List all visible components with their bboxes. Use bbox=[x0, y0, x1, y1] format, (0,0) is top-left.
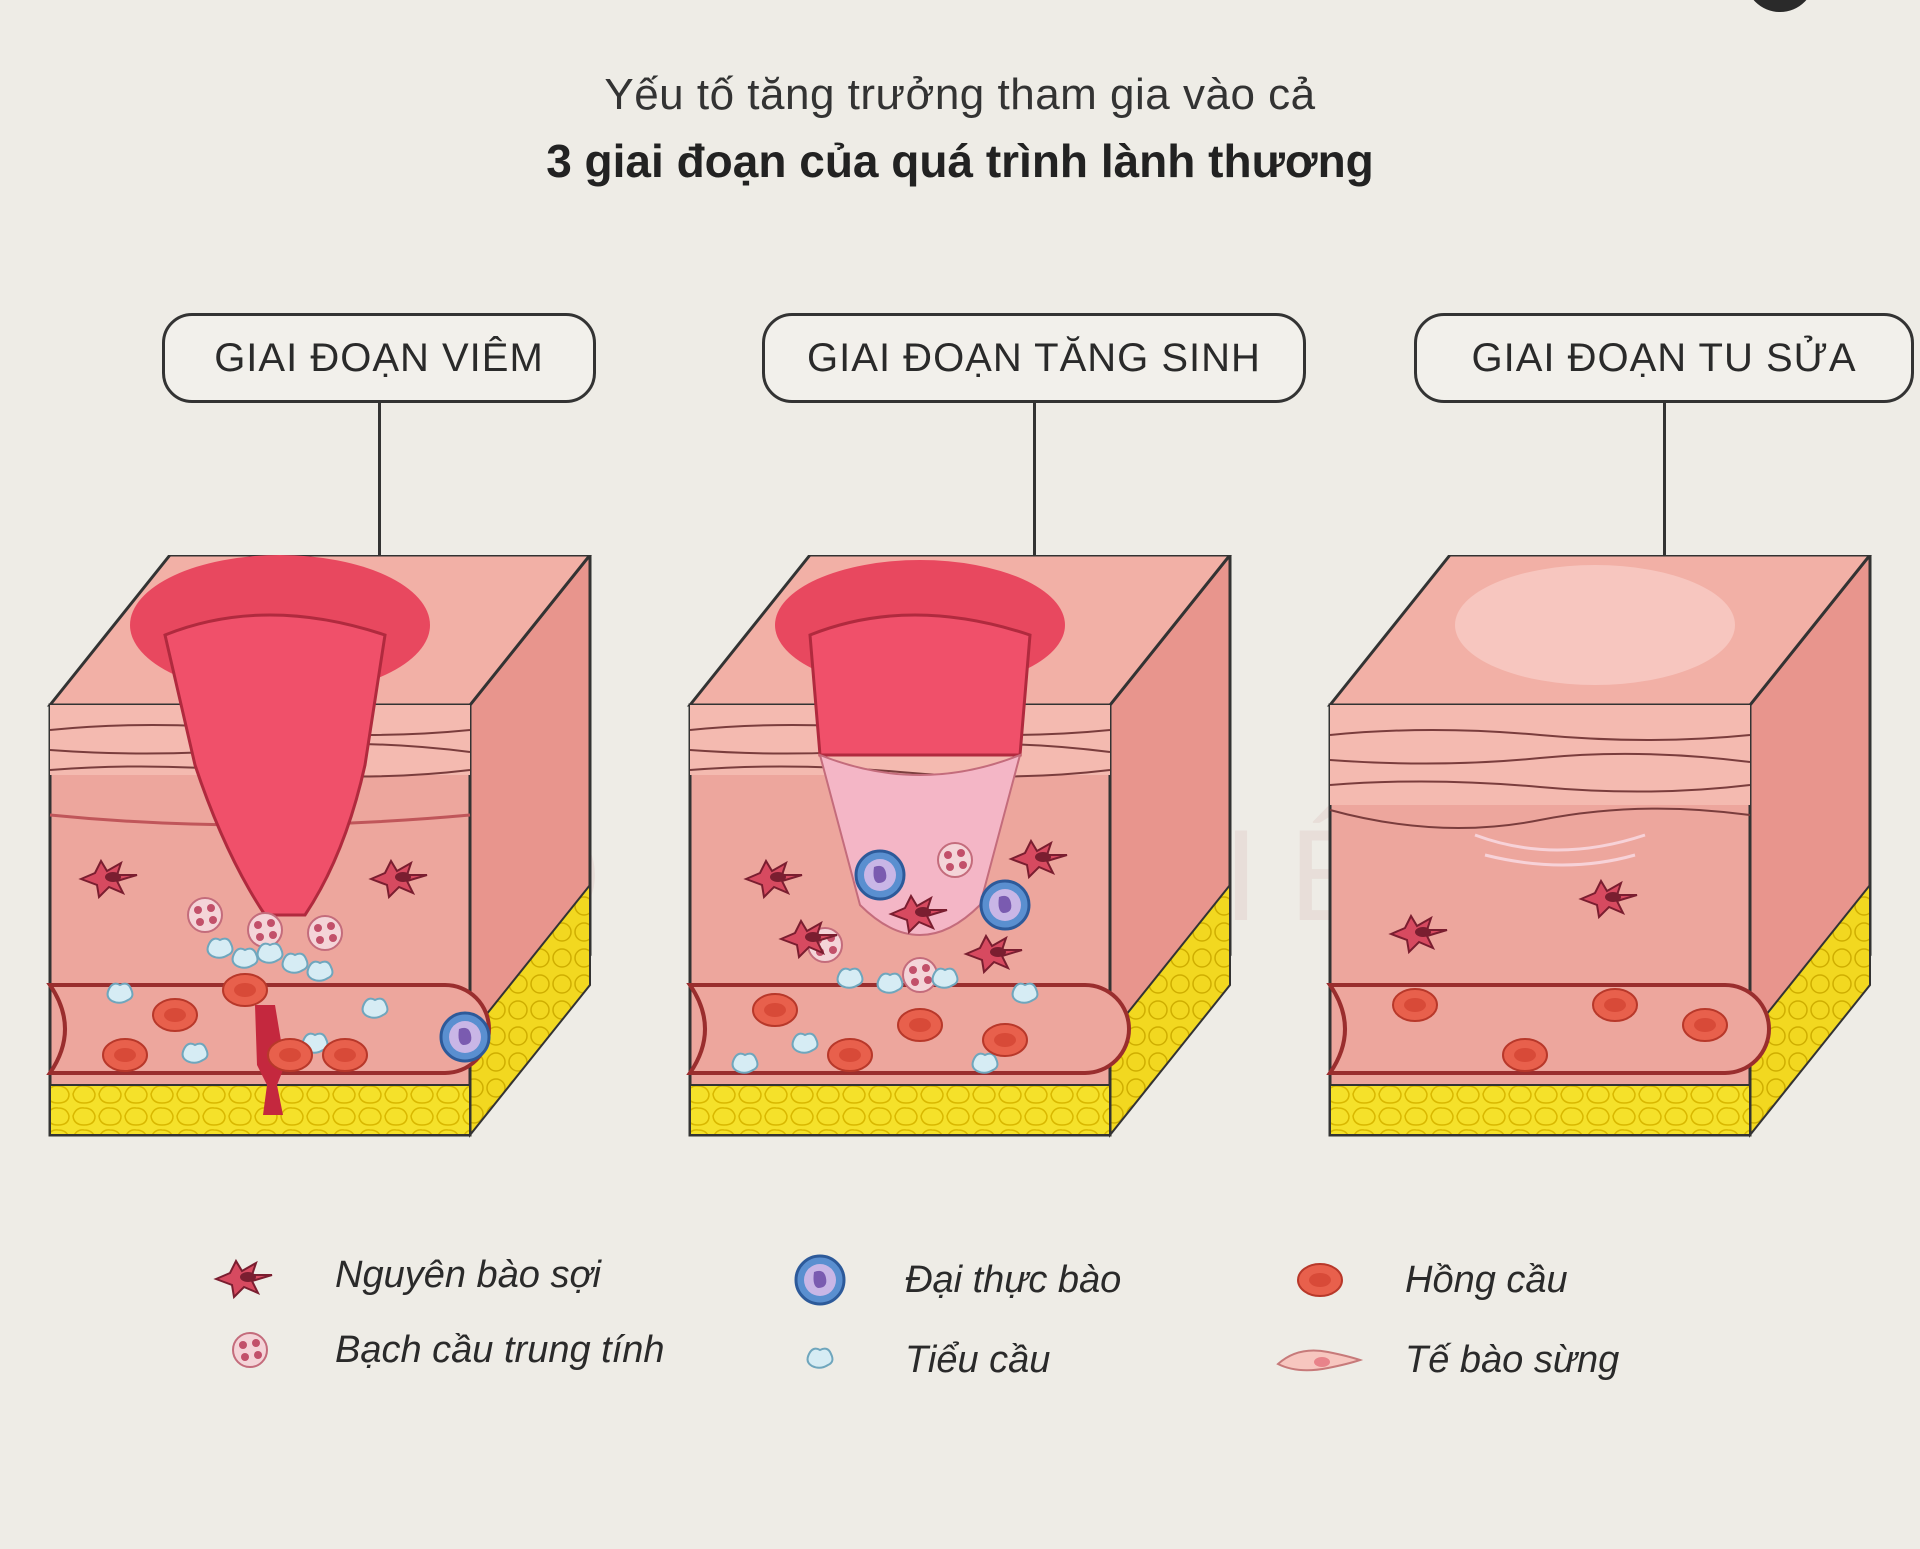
stage-label-remodeling: GIAI ĐOẠN TU SỬA bbox=[1414, 313, 1914, 403]
stage-label-inflammation: GIAI ĐOẠN VIÊM bbox=[162, 313, 596, 403]
red-blood-cell-icon bbox=[1297, 1263, 1343, 1297]
connector-line bbox=[1663, 403, 1666, 563]
skin-block-proliferation bbox=[686, 555, 1232, 1138]
legend-fibroblast: Nguyên bào sợi bbox=[195, 1245, 601, 1305]
connector-line bbox=[1033, 403, 1036, 563]
fibroblast-icon bbox=[215, 1260, 273, 1298]
stage-label-text: GIAI ĐOẠN TĂNG SINH bbox=[807, 335, 1261, 380]
stage-label-text: GIAI ĐOẠN VIÊM bbox=[214, 335, 544, 380]
legend-neutrophil: Bạch cầu trung tính bbox=[195, 1320, 665, 1380]
corner-logo-mark bbox=[1745, 0, 1815, 12]
stage-label-proliferation: GIAI ĐOẠN TĂNG SINH bbox=[762, 313, 1306, 403]
stage-label-text: GIAI ĐOẠN TU SỬA bbox=[1471, 335, 1857, 380]
legend-label: Nguyên bào sợi bbox=[335, 1253, 601, 1296]
legend-red-blood-cell: Hồng cầu bbox=[1265, 1250, 1568, 1310]
header-line-1: Yếu tố tăng trưởng tham gia vào cả bbox=[604, 70, 1316, 119]
legend-label: Tiểu cầu bbox=[905, 1338, 1051, 1381]
legend-label: Hồng cầu bbox=[1405, 1258, 1568, 1301]
legend-label: Tế bào sừng bbox=[1405, 1338, 1620, 1381]
legend-label: Bạch cầu trung tính bbox=[335, 1328, 665, 1371]
diagram-header: Yếu tố tăng trưởng tham gia vào cả 3 gia… bbox=[0, 70, 1920, 188]
keratinocyte-icon bbox=[1276, 1349, 1364, 1372]
platelet-icon bbox=[806, 1347, 834, 1369]
skin-block-remodeling bbox=[1326, 555, 1872, 1138]
skin-block-inflammation bbox=[46, 555, 592, 1138]
connector-line bbox=[378, 403, 381, 563]
legend-keratinocyte: Tế bào sừng bbox=[1265, 1330, 1619, 1390]
neutrophil-icon bbox=[232, 1332, 268, 1368]
legend-label: Đại thực bào bbox=[905, 1258, 1122, 1301]
legend-platelet: Tiểu cầu bbox=[765, 1330, 1050, 1390]
macrophage-icon bbox=[794, 1254, 846, 1306]
legend-macrophage: Đại thực bào bbox=[765, 1250, 1121, 1310]
header-line-2: 3 giai đoạn của quá trình lành thương bbox=[546, 135, 1374, 187]
